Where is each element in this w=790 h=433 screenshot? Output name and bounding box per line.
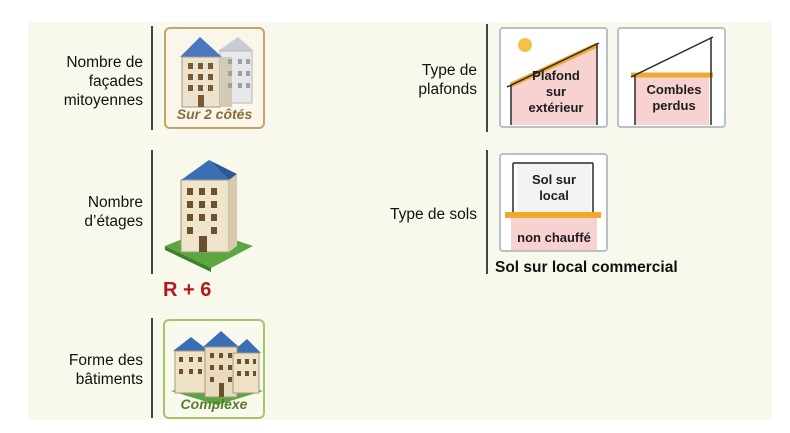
sols-divider	[486, 150, 488, 274]
sols-label: Type de sols	[389, 206, 477, 223]
plafonds-option-combles[interactable]: Combles perdus	[617, 27, 726, 128]
facades-divider	[151, 26, 153, 130]
forme-divider	[151, 318, 153, 418]
etages-divider	[151, 150, 153, 274]
roof-sun-icon	[506, 38, 600, 125]
facades-option-tile[interactable]: Sur 2 côtés	[164, 27, 265, 129]
forme-option-tile[interactable]: Complexe	[163, 319, 265, 419]
sols-option-bottom-label: non chauffé	[517, 230, 591, 245]
etages-value: R + 6	[163, 279, 212, 301]
plafonds-divider	[486, 24, 488, 132]
house-icon	[180, 37, 254, 108]
plafonds-option1-label: Plafond sur extérieur	[528, 68, 584, 115]
forme-option-caption: Complexe	[180, 396, 248, 412]
sols-value: Sol sur local commercial	[495, 259, 678, 276]
buildings-complex-icon	[171, 331, 263, 405]
floor-icon	[505, 162, 601, 250]
etages-label: Nombre d’étages	[84, 194, 143, 230]
sols-option-tile[interactable]: Sol sur local non chauffé	[499, 153, 608, 252]
etages-option-tile[interactable]	[163, 150, 257, 272]
facades-option-caption: Sur 2 côtés	[176, 106, 253, 122]
sols-option-top-label: Sol sur local	[531, 172, 577, 203]
facades-label: Nombre de façades mitoyennes	[63, 54, 143, 109]
plafonds-label: Type de plafonds	[418, 62, 477, 98]
forme-label: Forme des bâtiments	[68, 352, 143, 388]
attic-roof-icon	[630, 36, 714, 125]
plafonds-option-exterieur[interactable]: Plafond sur extérieur	[499, 27, 608, 128]
sun-icon	[518, 38, 532, 52]
plafonds-option2-label: Combles perdus	[646, 82, 702, 113]
building-icon	[165, 160, 253, 272]
